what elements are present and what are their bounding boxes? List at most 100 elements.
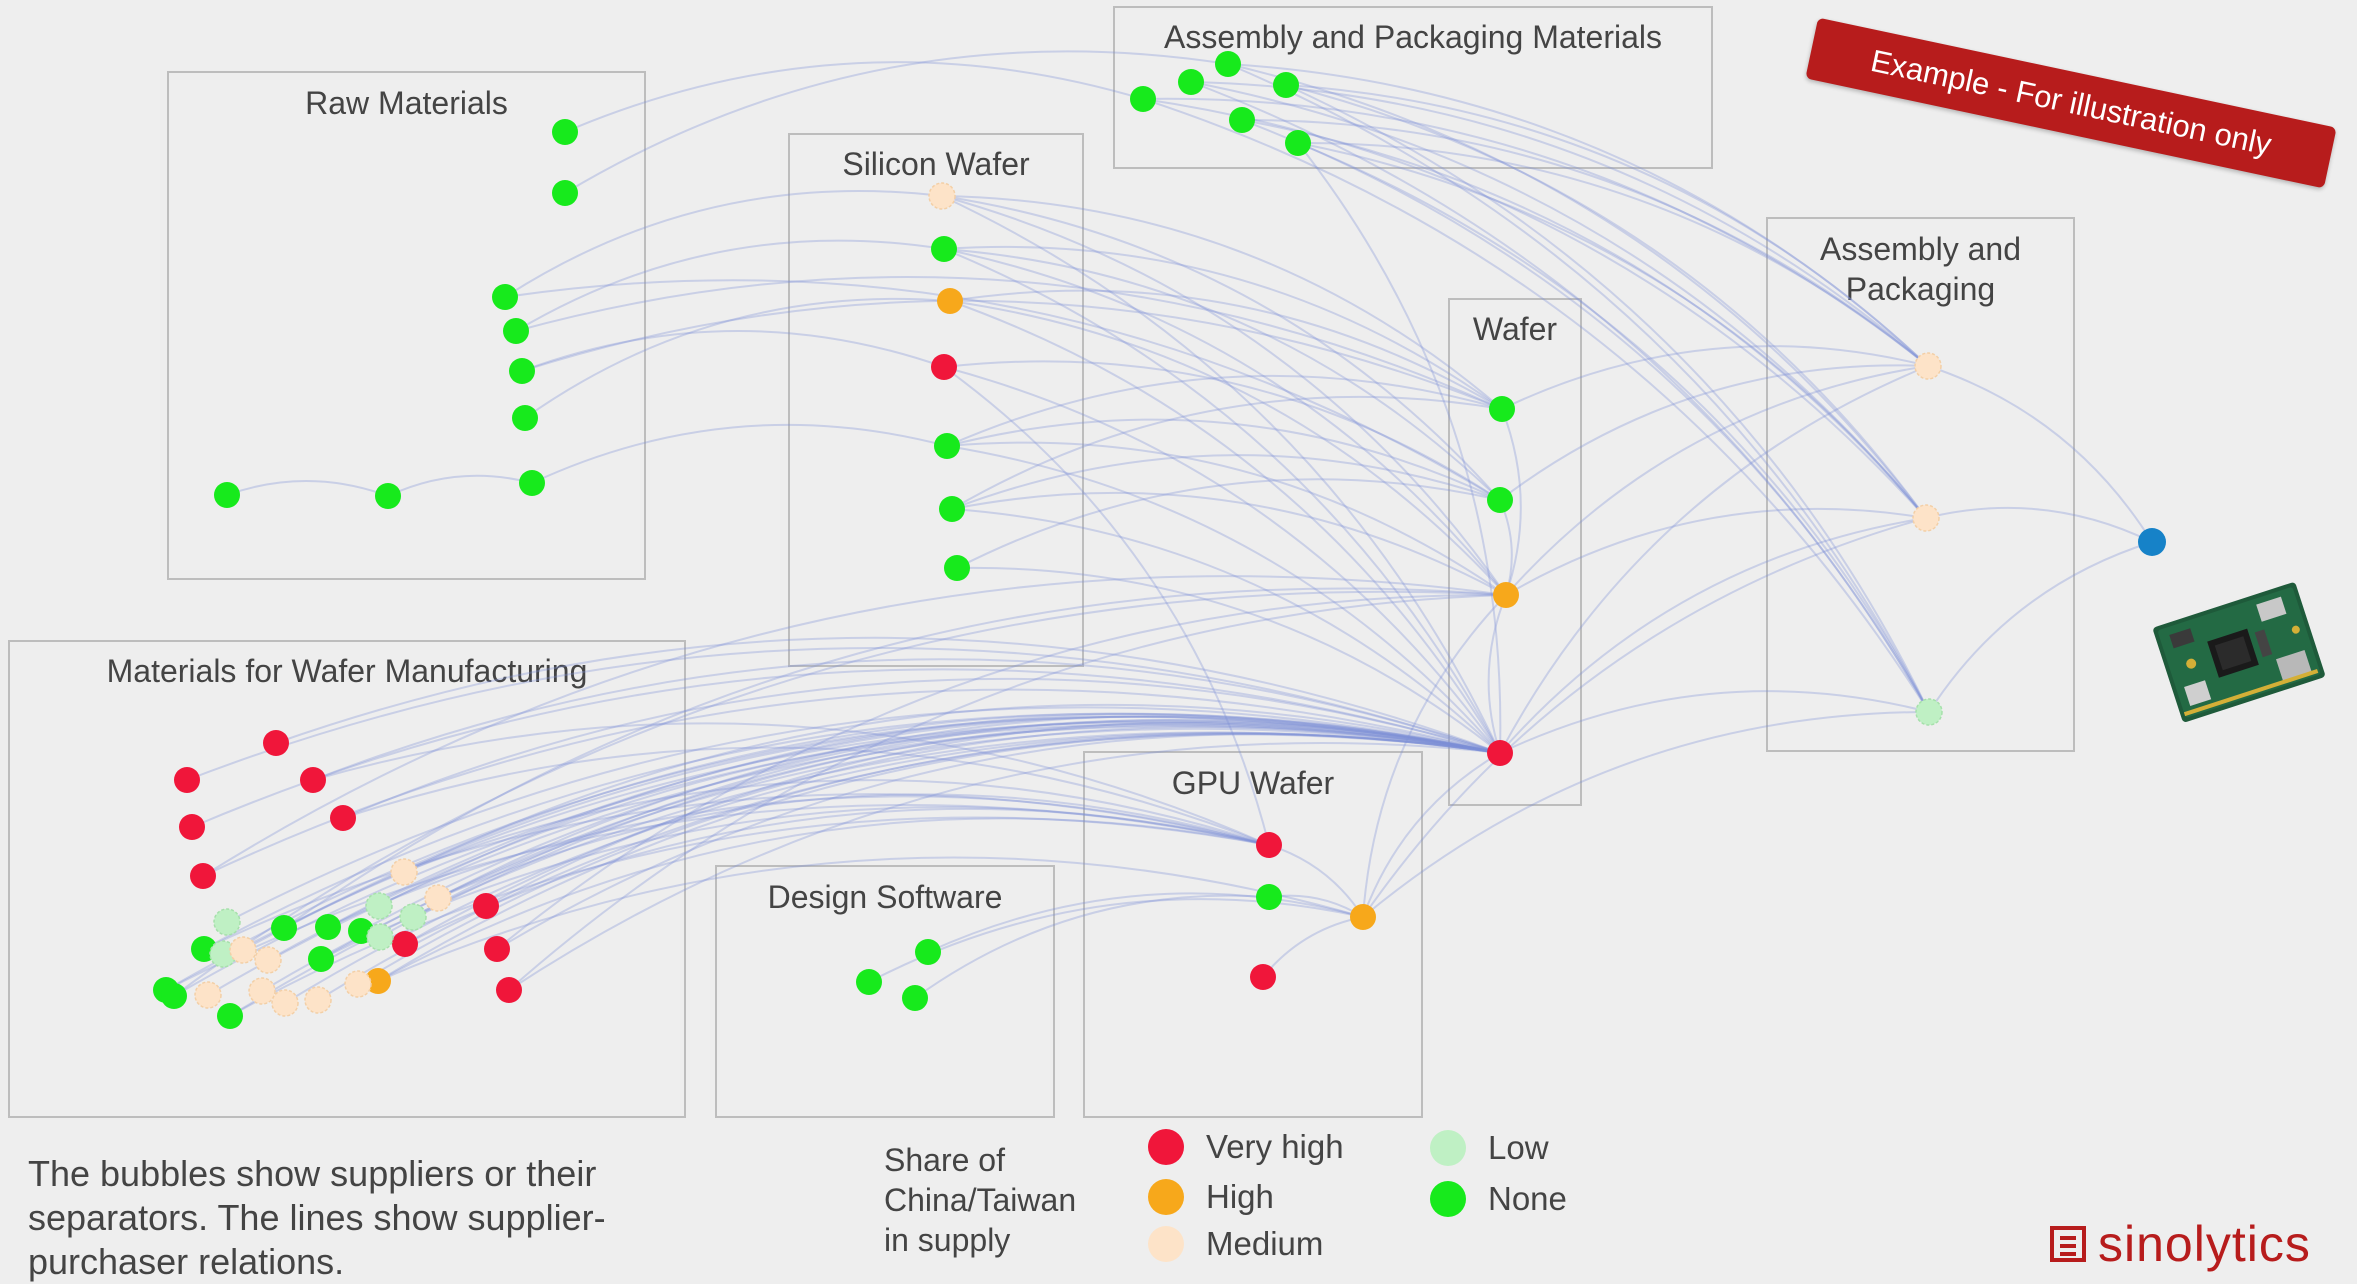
supplier-node-apm2[interactable] xyxy=(1178,69,1204,95)
supplier-node-wm10[interactable] xyxy=(496,977,522,1003)
edge-sw3-wf3 xyxy=(949,300,1507,596)
supplier-node-apm5[interactable] xyxy=(1229,107,1255,133)
supplier-node-rm9[interactable] xyxy=(519,470,545,496)
edge-wm24-wf4 xyxy=(379,722,1501,938)
supplier-node-wm27[interactable] xyxy=(229,936,257,964)
supplier-node-wm2[interactable] xyxy=(174,767,200,793)
edge-apm5-ap1 xyxy=(1241,118,1929,367)
supplier-node-wm3[interactable] xyxy=(300,767,326,793)
supplier-node-rm8[interactable] xyxy=(214,482,240,508)
supplier-node-wm16[interactable] xyxy=(308,946,334,972)
supplier-node-apm1[interactable] xyxy=(1130,86,1156,112)
supplier-node-wm6[interactable] xyxy=(190,863,216,889)
edge-wf1-wf3 xyxy=(1501,408,1522,596)
supplier-node-ds3[interactable] xyxy=(902,985,928,1011)
supplier-node-rm6[interactable] xyxy=(512,405,538,431)
edge-wm5-gpu1 xyxy=(342,746,1270,846)
edge-apm5-ap3 xyxy=(1241,119,1930,713)
supplier-node-apm4[interactable] xyxy=(1273,72,1299,98)
supplier-node-gpu4[interactable] xyxy=(1250,964,1276,990)
supplier-node-wm26[interactable] xyxy=(424,884,452,912)
supplier-node-rm7[interactable] xyxy=(375,483,401,509)
supplier-node-rm3[interactable] xyxy=(492,284,518,310)
supplier-node-wm9[interactable] xyxy=(484,936,510,962)
supplier-node-rm2[interactable] xyxy=(552,180,578,206)
edge-wm18-wf4 xyxy=(173,723,1501,997)
supplier-node-wm32[interactable] xyxy=(304,986,332,1014)
supplier-node-wf3[interactable] xyxy=(1493,582,1519,608)
supplier-node-ap3[interactable] xyxy=(1915,698,1943,726)
supplier-node-ds1[interactable] xyxy=(915,939,941,965)
supplier-node-apm3[interactable] xyxy=(1215,51,1241,77)
supplier-node-wm22[interactable] xyxy=(399,903,427,931)
region-label-raw: Raw Materials xyxy=(305,85,508,121)
supplier-node-wm28[interactable] xyxy=(254,946,282,974)
supplier-node-rm5[interactable] xyxy=(509,358,535,384)
supplier-node-sw5[interactable] xyxy=(934,433,960,459)
supplier-node-wm19[interactable] xyxy=(217,1003,243,1029)
supplier-node-sw1[interactable] xyxy=(928,182,956,210)
edge-ap3-final xyxy=(1928,541,2153,713)
edge-wm20-wf4 xyxy=(226,706,1501,923)
supplier-node-sw2[interactable] xyxy=(931,236,957,262)
supplier-node-wm14[interactable] xyxy=(315,914,341,940)
supplier-node-wm4[interactable] xyxy=(179,814,205,840)
supplier-node-sw3[interactable] xyxy=(937,288,963,314)
edge-wf3-ap1 xyxy=(1505,365,1929,596)
supplier-node-gpu1[interactable] xyxy=(1256,832,1282,858)
supplier-node-wm25[interactable] xyxy=(390,858,418,886)
supplier-node-sw7[interactable] xyxy=(944,555,970,581)
supplier-node-wm21[interactable] xyxy=(365,892,393,920)
supplier-node-wm18[interactable] xyxy=(161,983,187,1009)
legend-title: Share of China/Taiwan in supply xyxy=(884,1142,1077,1258)
supplier-node-wm30[interactable] xyxy=(248,977,276,1005)
edge-sw1-wf1 xyxy=(941,195,1503,410)
edge-wm27-wf4 xyxy=(242,715,1501,951)
supplier-node-wm5[interactable] xyxy=(330,805,356,831)
edge-sw4-wf2 xyxy=(943,360,1501,501)
edge-wm9-wf4 xyxy=(496,733,1501,950)
supplier-node-wm8[interactable] xyxy=(392,931,418,957)
edge-wm33-wf4 xyxy=(357,732,1501,985)
footnote: The bubbles show suppliers or their sepa… xyxy=(28,1153,606,1282)
edge-ap2-final xyxy=(1925,506,2153,543)
supplier-node-ap2[interactable] xyxy=(1912,504,1940,532)
supplier-node-wm20[interactable] xyxy=(213,908,241,936)
supplier-node-rm1[interactable] xyxy=(552,119,578,145)
supplier-node-wf2[interactable] xyxy=(1487,487,1513,513)
supplier-node-wm24[interactable] xyxy=(366,923,394,951)
supplier-node-rm4[interactable] xyxy=(503,318,529,344)
edge-apm4-ap3 xyxy=(1285,84,1930,713)
edge-apm4-ap1 xyxy=(1285,84,1929,367)
supplier-node-wm11[interactable] xyxy=(365,968,391,994)
supplier-node-gpu2[interactable] xyxy=(1256,884,1282,910)
supplier-node-wf1[interactable] xyxy=(1489,396,1515,422)
edge-wm2-wf4 xyxy=(186,647,1501,781)
supplier-node-apm6[interactable] xyxy=(1285,130,1311,156)
supplier-node-ds2[interactable] xyxy=(856,969,882,995)
supplier-node-wm31[interactable] xyxy=(271,989,299,1017)
edge-sw4-gpu1 xyxy=(943,366,1270,846)
region-box-ap xyxy=(1766,217,2075,752)
supplier-node-ap1[interactable] xyxy=(1914,352,1942,380)
edge-apm6-ap1 xyxy=(1297,141,1929,367)
supplier-node-sw4[interactable] xyxy=(931,354,957,380)
legend-item-low: Low xyxy=(1430,1128,1549,1168)
edge-wm28-wf4 xyxy=(267,720,1501,961)
edge-rm9-sw5 xyxy=(531,423,948,484)
edge-wm17-wf4 xyxy=(165,721,1501,991)
supplier-node-gpu3[interactable] xyxy=(1350,904,1376,930)
supplier-node-wf4[interactable] xyxy=(1487,740,1513,766)
region-raw: Raw Materials xyxy=(167,71,646,580)
supplier-node-wm7[interactable] xyxy=(473,893,499,919)
supplier-node-sw6[interactable] xyxy=(939,496,965,522)
supplier-node-final[interactable] xyxy=(2138,528,2166,556)
supplier-node-wm1[interactable] xyxy=(263,730,289,756)
region-wafermat: Materials for Wafer Manufacturing xyxy=(8,640,686,1118)
supplier-node-wm33[interactable] xyxy=(344,970,372,998)
edge-apm3-ap1 xyxy=(1227,63,1929,367)
edge-sw2-wf4 xyxy=(943,248,1501,754)
supplier-node-wm29[interactable] xyxy=(194,981,222,1009)
supplier-node-wm13[interactable] xyxy=(271,915,297,941)
